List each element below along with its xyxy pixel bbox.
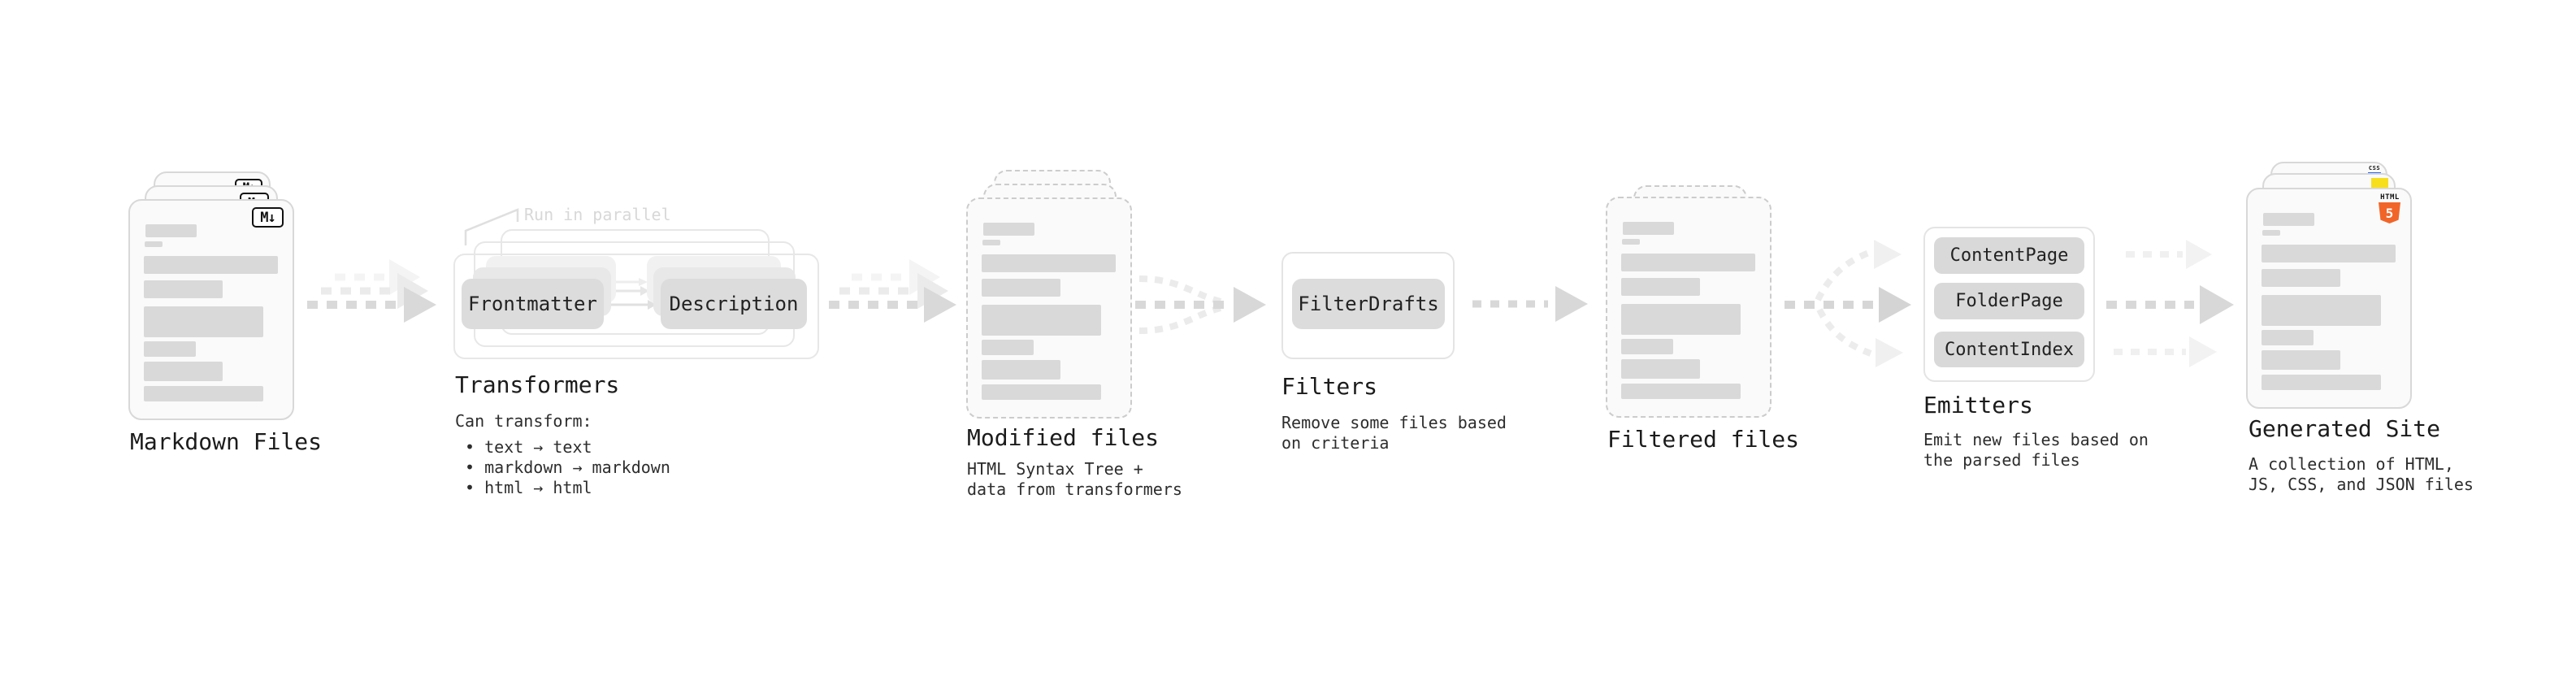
skeleton-bar xyxy=(144,256,278,274)
stage-filters: FilterDrafts Filters Remove some files b… xyxy=(1281,252,1507,479)
document-card-front xyxy=(966,197,1132,419)
generated-site-desc: A collection of HTML, JS, CSS, and JSON … xyxy=(2249,454,2474,495)
stage-filtered-files: Filtered files xyxy=(1606,174,1817,483)
skeleton-bar xyxy=(982,360,1060,380)
desc-line: Emit new files based on xyxy=(1923,430,2149,449)
stage-transformers: Run in parallel Frontmatter Description … xyxy=(453,205,835,514)
skeleton-bar xyxy=(982,254,1116,272)
bullet-item: • text → text xyxy=(465,437,592,457)
skeleton-bar xyxy=(982,240,1000,245)
skeleton-bar xyxy=(1621,304,1741,335)
skeleton-bar xyxy=(982,279,1060,297)
document-card-front: HTML 5 xyxy=(2246,188,2412,409)
skeleton-bar xyxy=(2262,330,2314,345)
css-icon-label: CSS xyxy=(2368,165,2381,171)
arrow-transformers-to-modified xyxy=(829,259,956,323)
skeleton-bar xyxy=(1622,239,1640,245)
desc-line: data from transformers xyxy=(967,479,1182,499)
skeleton-bar xyxy=(2262,350,2340,370)
emitters-desc: Emit new files based on the parsed files xyxy=(1923,430,2149,471)
desc-line: Remove some files based xyxy=(1281,413,1507,432)
desc-line: on criteria xyxy=(1281,433,1390,453)
skeleton-bar xyxy=(144,280,223,298)
frontmatter-chip: Frontmatter xyxy=(462,279,604,329)
skeleton-bar xyxy=(144,306,263,337)
skeleton-bar xyxy=(2262,245,2396,262)
bullet-item: • markdown → markdown xyxy=(465,458,670,477)
js-icon xyxy=(2371,178,2388,189)
skeleton-bar xyxy=(2262,269,2340,287)
html5-icon-shield: 5 xyxy=(2379,202,2400,223)
desc-line: HTML Syntax Tree + xyxy=(967,459,1143,479)
skeleton-bar xyxy=(144,362,223,381)
folderpage-chip: FolderPage xyxy=(1934,283,2084,319)
skeleton-bar xyxy=(1621,384,1741,399)
modified-files-desc: HTML Syntax Tree + data from transformer… xyxy=(967,459,1182,500)
skeleton-bar xyxy=(2263,213,2314,226)
filters-desc: Remove some files based on criteria xyxy=(1281,413,1507,453)
skeleton-bar xyxy=(145,241,163,247)
markdown-icon: M↓ xyxy=(252,207,284,228)
contentindex-chip: ContentIndex xyxy=(1934,332,2084,367)
bullet-item: • html → html xyxy=(465,478,592,497)
modified-files-label: Modified files xyxy=(967,424,1160,451)
emitters-title: Emitters xyxy=(1923,392,2033,419)
skeleton-bar xyxy=(145,224,197,237)
markdown-files-label: Markdown Files xyxy=(130,428,323,455)
filters-title: Filters xyxy=(1281,373,1378,400)
desc-line: the parsed files xyxy=(1923,450,2080,470)
skeleton-bar xyxy=(1621,254,1755,271)
stage-markdown-files: M↓ M↓ M↓ Markdown Files xyxy=(128,162,340,471)
generated-site-label: Generated Site xyxy=(2249,415,2441,442)
desc-line: JS, CSS, and JSON files xyxy=(2249,475,2474,494)
html5-icon: HTML 5 xyxy=(2379,193,2401,223)
run-in-parallel-note: Run in parallel xyxy=(524,205,671,224)
document-card-front: M↓ xyxy=(128,199,294,420)
stage-emitters: ContentPage FolderPage ContentIndex Emit… xyxy=(1923,227,2151,487)
document-card-front xyxy=(1606,197,1772,418)
skeleton-bar xyxy=(2262,295,2381,326)
skeleton-bar xyxy=(1621,339,1673,354)
desc-line: A collection of HTML, xyxy=(2249,454,2454,474)
skeleton-bar xyxy=(1621,278,1700,296)
filtered-files-label: Filtered files xyxy=(1607,426,1800,453)
transformer-box-front xyxy=(453,254,819,359)
skeleton-bar xyxy=(982,305,1101,336)
skeleton-bar xyxy=(1621,359,1700,379)
skeleton-bar xyxy=(2262,375,2381,390)
description-chip: Description xyxy=(661,279,807,329)
stage-modified-files: Modified files HTML Syntax Tree + data f… xyxy=(966,158,1182,500)
transformers-title: Transformers xyxy=(455,371,620,398)
transformers-bullets: • text → text • markdown → markdown • ht… xyxy=(465,437,670,498)
contentpage-chip: ContentPage xyxy=(1934,237,2084,274)
stage-generated-site: CSS HTML 5 Generated Site A collection o… xyxy=(2246,150,2474,508)
transformers-desc-heading: Can transform: xyxy=(455,411,592,431)
skeleton-bar xyxy=(144,341,196,357)
skeleton-bar xyxy=(982,384,1101,400)
skeleton-bar xyxy=(982,340,1034,355)
skeleton-bar xyxy=(983,223,1034,236)
skeleton-bar xyxy=(2262,230,2280,236)
filterdrafts-chip: FilterDrafts xyxy=(1292,279,1445,329)
skeleton-bar xyxy=(144,386,263,401)
html5-icon-label: HTML xyxy=(2380,193,2400,202)
html5-icon-numeral: 5 xyxy=(2385,205,2394,221)
skeleton-bar xyxy=(1623,222,1674,235)
